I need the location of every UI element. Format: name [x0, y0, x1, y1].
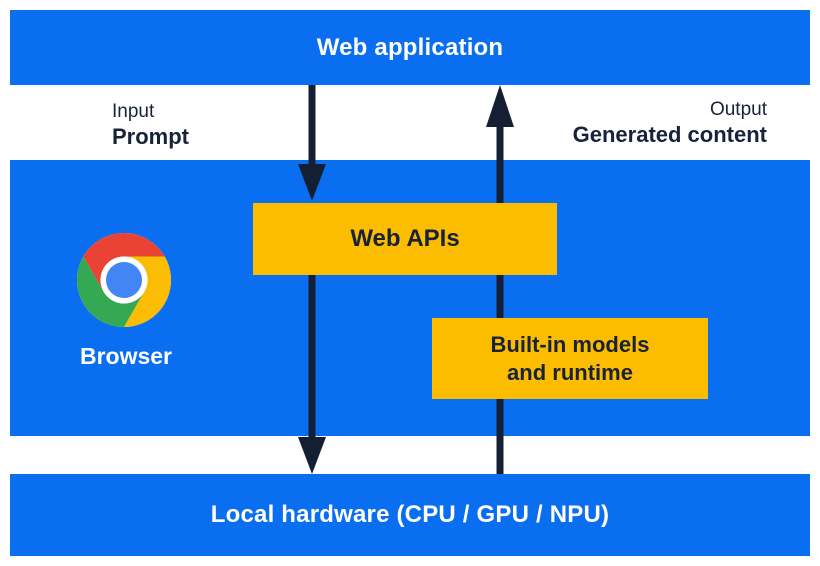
web-apis-label: Web APIs — [350, 225, 460, 252]
generated-content-label: Generated content — [572, 122, 767, 147]
input-caption: Input — [112, 101, 155, 122]
builtin-models-label-line1: Built-in models — [490, 331, 650, 357]
prompt-label: Prompt — [112, 124, 189, 149]
builtin-models-label-line2: and runtime — [507, 359, 633, 385]
builtin-models-box: Built-in models and runtime — [432, 318, 708, 399]
local-hardware-label: Local hardware (CPU / GPU / NPU) — [210, 501, 610, 528]
output-caption: Output — [709, 99, 767, 120]
browser-label: Browser — [79, 343, 173, 369]
web-application-label: Web application — [316, 33, 504, 61]
web-application-bar: Web application — [10, 10, 810, 85]
local-hardware-bar: Local hardware (CPU / GPU / NPU) — [10, 474, 810, 556]
web-apis-box: Web APIs — [253, 203, 557, 275]
chrome-logo-icon — [77, 233, 171, 327]
